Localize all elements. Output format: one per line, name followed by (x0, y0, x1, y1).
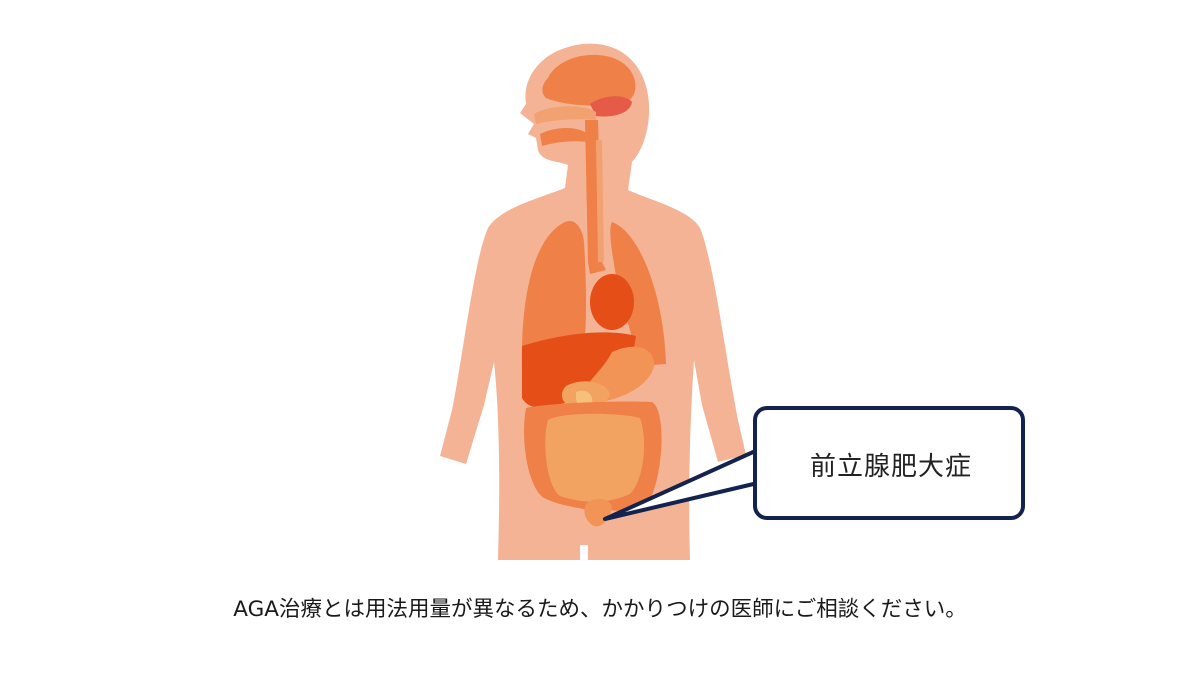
right-lung (610, 222, 666, 366)
caption-text: AGA治療とは用法用量が異なるため、かかりつけの医師にご相談ください。 (233, 597, 967, 622)
callout-label: 前立腺肥大症 (809, 452, 972, 482)
left-lung (521, 220, 586, 372)
nasal-cavity (534, 106, 596, 124)
cerebellum (590, 96, 632, 117)
small-intestine (545, 413, 645, 502)
callout-box (753, 406, 1025, 520)
liver (522, 332, 636, 408)
callout-pointer-cover (757, 446, 765, 486)
esophagus (596, 140, 604, 262)
brain (542, 54, 636, 106)
callout-pointer (603, 446, 763, 521)
heart (590, 274, 634, 330)
mouth-cavity (540, 128, 588, 146)
